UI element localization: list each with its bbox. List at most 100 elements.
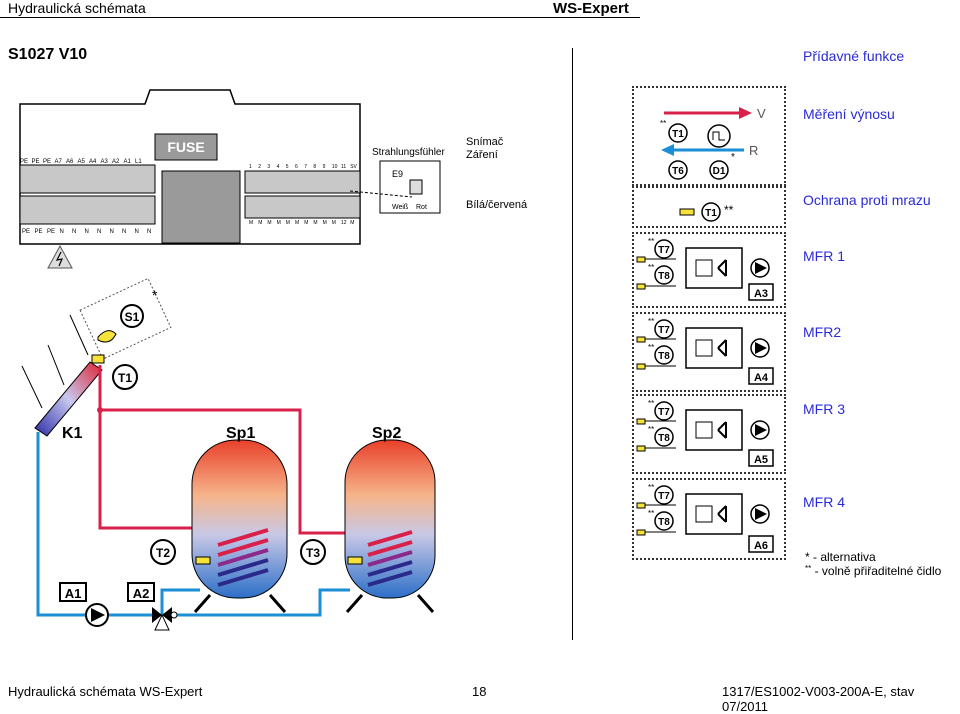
s1-label: S1 [125,310,140,324]
pipe-cold-sp1 [160,588,200,615]
terminal-label: 12 [341,220,347,226]
terminal-label: A5 [78,159,86,165]
terminal-label: A2 [112,159,120,165]
yield-t1: T1 [672,129,684,140]
mfr-output-label: A6 [754,540,768,552]
function-label-yield: Měření výnosu [803,106,895,122]
terminal-label: M [323,220,327,226]
collector-k1 [34,361,103,437]
terminal-label: A4 [89,159,97,165]
mfr-sensor-a [654,239,674,259]
pipe-cold-return [36,432,162,617]
mfr-sensor-a [654,319,674,339]
terminal-label: PE [32,159,40,165]
mfr-sensor-b [654,427,674,447]
terminal-label: N [72,229,76,235]
terminal-label: A6 [66,159,74,165]
coil-sp2 [367,530,413,587]
t1-label: T1 [118,371,132,385]
function-label-mfr2: MFR2 [803,324,842,340]
terminal-label: 3 [267,164,270,170]
sun-ray [69,314,89,356]
e9-label: E9 [392,169,403,179]
terminal-label: PE [20,159,28,165]
mfr-sensor-a-label: T7 [658,325,670,336]
page-title: S1027 V10 [8,46,88,63]
mfr-sensor-b-label: T8 [658,271,670,282]
svg-text:**: ** [648,343,654,352]
mfr-sensor-b-label: T8 [658,517,670,528]
s1-sensor [97,330,117,343]
strahlungsfuehler-label: Strahlungsfühler [372,147,445,158]
sensor-cz-label-1: Snímač [466,136,504,148]
footer-left: Hydraulická schémata WS-Expert [8,684,203,699]
yield-d1: D1 [713,166,726,177]
terminal-label: M [313,220,317,226]
mfr-sensor-b-label: T8 [658,351,670,362]
sun-ray [21,365,43,409]
terminal-label: 5 [286,164,289,170]
tank-sp1 [191,439,288,599]
mfr-relay [685,409,743,451]
function-label-frost: Ochrana proti mrazu [803,192,931,208]
terminal-label: M [267,220,271,226]
pipe-hot-sp1 [98,410,200,530]
terminal-strip-bottom-right [244,195,361,219]
a1-badge [59,582,87,602]
terminal-label: 4 [277,164,280,170]
fuse-label-box [154,133,218,161]
mfr-sensor-a-label: T7 [658,245,670,256]
terminal-strip-top-right [244,170,361,194]
terminal-label: N [135,229,139,235]
terminal-label: M [295,220,299,226]
mfr-relay [685,247,743,289]
sun-ray [47,344,65,386]
warning-icon [47,244,73,269]
terminal-label: M [286,220,290,226]
terminal-label: 1 [249,164,252,170]
terminal-strip-bottom-left [19,195,156,225]
sp2-label: Sp2 [372,425,401,442]
t1-sensor [91,354,105,364]
svg-text:*: * [731,152,735,163]
coil-sp1 [217,528,269,587]
frost-t1: T1 [705,208,717,219]
function-label-mfr3: MFR 3 [803,401,845,417]
svg-text:**: ** [648,237,654,246]
cable-arrow [350,190,413,198]
mfr-relay [685,327,743,369]
terminal-label: N [110,229,114,235]
terminal-label: PE [22,229,30,235]
terminal-label: M [304,220,308,226]
terminal-label: PE [47,229,55,235]
terminal-label: A1 [124,159,132,165]
header-brand: WS-Expert [553,0,629,17]
svg-text:**: ** [648,317,654,326]
terminal-label: M [249,220,253,226]
t2-badge [150,539,176,565]
terminal-label: 10 [332,164,338,170]
mfr-sensor-b [654,345,674,365]
k1-label: K1 [62,425,83,442]
svg-text:**: ** [648,399,654,408]
mfr-sensor-a [654,401,674,421]
function-label-mfr4: MFR 4 [803,494,845,510]
terminal-label: 2 [258,164,261,170]
a1-label: A1 [65,586,82,601]
mfr-relay [685,493,743,535]
yield-diagram: V R ** T1 T6 D1 * [660,106,766,180]
sp1-label: Sp1 [226,425,255,442]
a2-badge [127,582,155,602]
s1-sensor-frame [79,277,172,360]
s1-badge [120,304,144,328]
mfr-sensor-a [654,485,674,505]
terminal-label: A7 [55,159,63,165]
